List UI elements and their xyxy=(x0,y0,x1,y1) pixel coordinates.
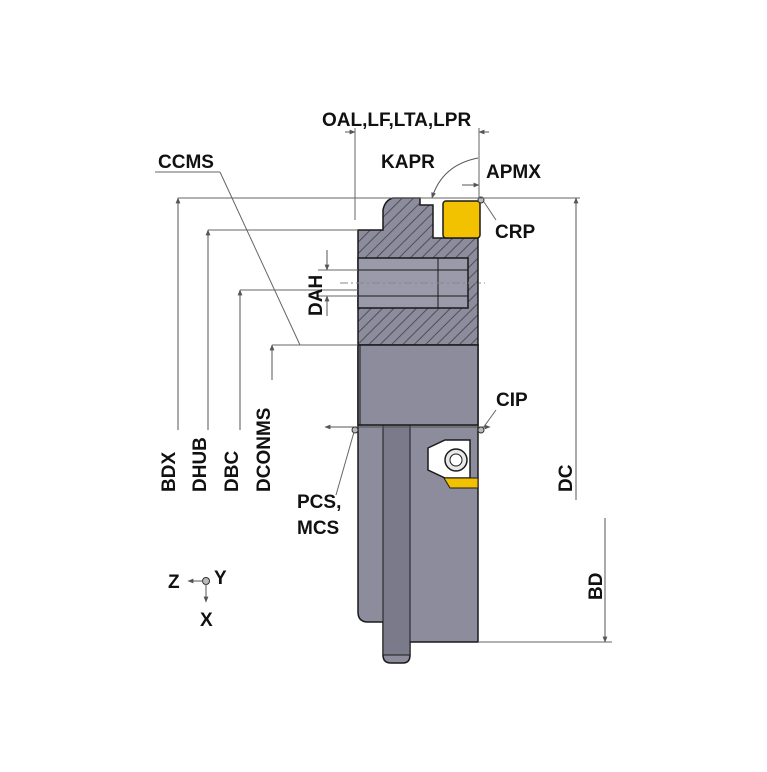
ccms-leader xyxy=(219,171,301,346)
label-crp: CRP xyxy=(495,222,535,243)
mid-body xyxy=(357,344,479,426)
label-axis-z: Z xyxy=(168,572,180,593)
label-dc: DC xyxy=(556,464,577,492)
pcs-point xyxy=(351,426,359,434)
label-cip: CIP xyxy=(496,390,528,411)
label-dbc: DBC xyxy=(222,451,243,492)
cip-point xyxy=(477,426,485,434)
label-bd: BD xyxy=(586,573,607,600)
label-axis-y: Y xyxy=(214,568,227,589)
label-oal: OAL,LF,LTA,LPR xyxy=(322,110,471,131)
label-dconms: DCONMS xyxy=(254,408,275,492)
label-kapr: KAPR xyxy=(381,152,435,173)
cip-leader xyxy=(482,409,497,429)
label-apmx: APMX xyxy=(486,162,541,183)
label-mcs: MCS xyxy=(297,518,339,539)
kapr-arc xyxy=(431,157,479,199)
label-dhub: DHUB xyxy=(190,437,211,492)
label-ccms: CCMS xyxy=(158,152,214,173)
label-bdx: BDX xyxy=(159,452,180,492)
body-shade xyxy=(382,424,411,656)
label-pcs: PCS, xyxy=(297,492,341,513)
axis-origin xyxy=(202,577,210,585)
label-axis-x: X xyxy=(200,610,213,631)
label-dah: DAH xyxy=(306,275,327,316)
clamp-screw-head xyxy=(449,453,463,467)
crp-leader xyxy=(483,201,497,221)
pcs-leader xyxy=(335,431,355,496)
pocket-insert xyxy=(443,477,479,489)
cutting-insert xyxy=(442,200,481,239)
